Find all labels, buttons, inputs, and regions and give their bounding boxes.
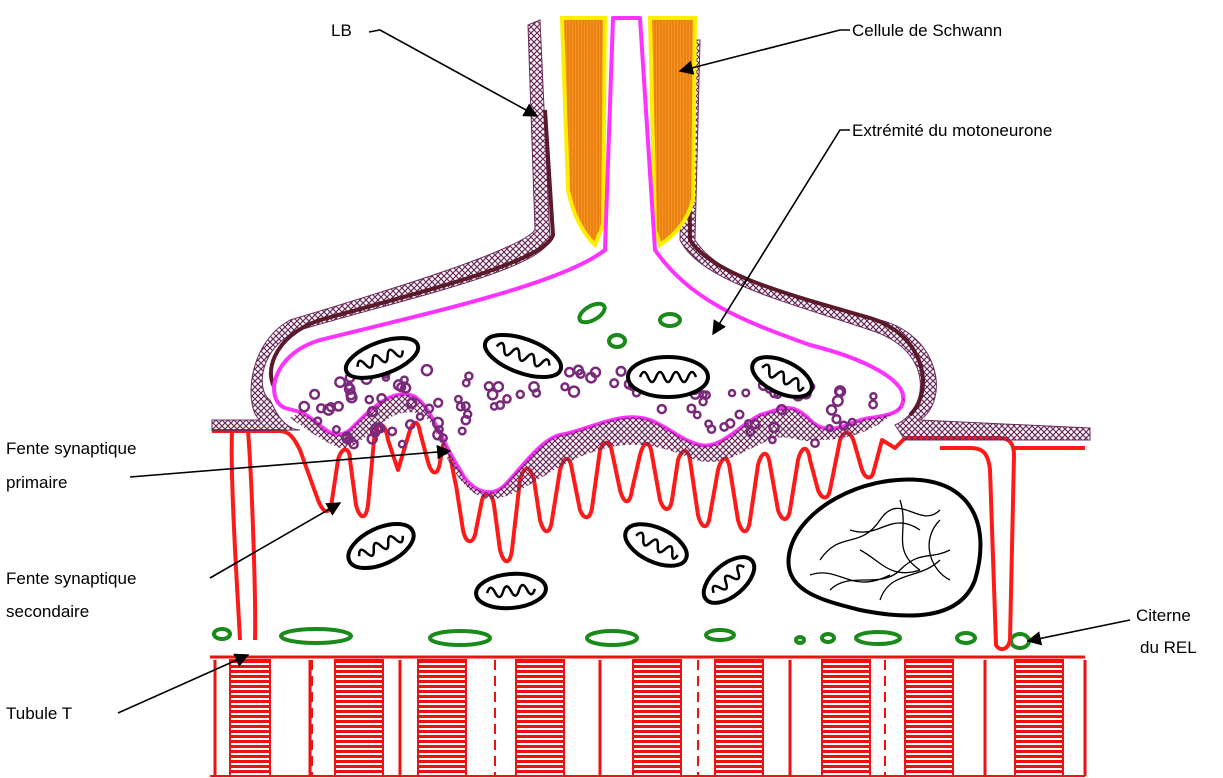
label-tubule: Tubule T (6, 704, 72, 723)
label-fente-primaire-2: primaire (6, 473, 67, 492)
reticulum-cisterns (214, 629, 1029, 648)
mitochondrion (342, 515, 421, 577)
synaptic-vesicle (417, 414, 423, 420)
mitochondrion (628, 357, 708, 397)
leader-motoneurone (713, 130, 850, 334)
label-fente-primaire-1: Fente synaptique (6, 439, 136, 458)
synaptic-vesicle (769, 437, 775, 443)
leader-schwann (680, 30, 850, 71)
label-fente-secondaire-1: Fente synaptique (6, 569, 136, 588)
mitochondrion (619, 516, 693, 575)
label-fente-secondaire-2: secondaire (6, 602, 89, 621)
label-schwann: Cellule de Schwann (852, 21, 1002, 40)
nucleus (788, 480, 980, 616)
label-motoneurone: Extrémité du motoneurone (852, 121, 1052, 140)
label-citerne-1: Citerne (1136, 606, 1191, 625)
synaptic-vesicle (389, 428, 396, 435)
synaptic-vesicle (811, 439, 818, 446)
label-citerne-2: du REL (1140, 638, 1197, 657)
leader-fente-primaire (130, 451, 450, 477)
mitochondrion (696, 548, 763, 611)
synaptic-vesicle (399, 441, 405, 447)
leader-tubule (118, 655, 248, 713)
leader-citerne (1028, 620, 1130, 641)
leader-fente-secondaire (210, 503, 340, 578)
synaptic-vesicle (406, 420, 414, 428)
leader-lb (369, 30, 537, 116)
mitochondrion (475, 571, 548, 611)
myofibrils (210, 657, 1085, 776)
label-lb: LB (331, 21, 352, 40)
